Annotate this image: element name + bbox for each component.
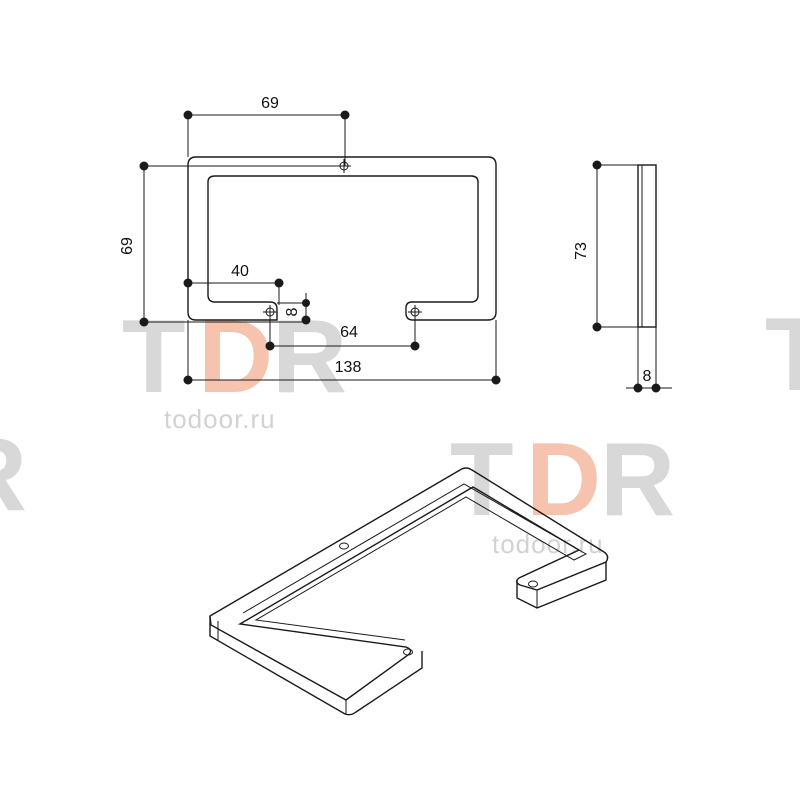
iso-front-thickness (209, 616, 423, 716)
dim-dot (592, 322, 602, 332)
dim-dot (183, 375, 193, 385)
watermark-lower-t: T (450, 422, 514, 538)
watermark-lower-d: D (526, 422, 601, 538)
front-dimensions: 69 69 40 8 64 138 (119, 95, 501, 385)
iso-top-face-outer (209, 467, 609, 701)
watermark-upper-site: todoor.ru (164, 404, 276, 434)
dim-top-width-label: 69 (261, 95, 279, 112)
dim-dot (301, 315, 311, 325)
dim-dot (274, 278, 284, 288)
side-view-outline (637, 164, 657, 328)
dim-dot (410, 341, 420, 351)
watermark-lower-r: R (600, 422, 675, 538)
dim-dot (302, 299, 310, 307)
dim-dot (183, 110, 193, 120)
iso-right-leg-hole (528, 580, 538, 588)
dim-dot (139, 161, 149, 171)
watermark-upper-t: T (122, 299, 186, 415)
dim-inner-offset-label: 40 (231, 263, 249, 280)
dim-dot (340, 110, 350, 120)
dim-dot (183, 278, 193, 288)
iso-top-face-inner (242, 483, 588, 641)
isometric-view (209, 467, 609, 716)
dim-dot (592, 160, 602, 170)
watermark-group: R T T D R todoor.ru T D R todoor.ru (0, 297, 800, 559)
dim-overall-width-label: 138 (335, 359, 362, 376)
front-view (187, 156, 497, 321)
dim-dot (265, 341, 275, 351)
watermark-upper-d: D (198, 299, 273, 415)
side-view: 73 8 (573, 160, 672, 393)
watermark-left-r: R (0, 417, 27, 533)
dim-dot (491, 375, 501, 385)
dim-side-height-label: 73 (573, 242, 590, 260)
dim-dot (651, 383, 661, 393)
dim-hole-spacing-label: 64 (340, 324, 358, 341)
front-view-outer-contour (187, 156, 497, 321)
dim-dot (139, 317, 149, 327)
watermark-right-t: T (765, 297, 800, 413)
dim-slot-label: 8 (284, 307, 301, 316)
dim-thickness-label: 8 (643, 368, 652, 385)
dim-dot (633, 383, 643, 393)
iso-top-hole (339, 542, 349, 550)
iso-left-leg-hole (403, 648, 413, 656)
dim-left-height-label: 69 (119, 237, 136, 255)
iso-right-end-thickness (516, 562, 607, 609)
watermark-lower-site: todoor.ru (492, 529, 604, 559)
